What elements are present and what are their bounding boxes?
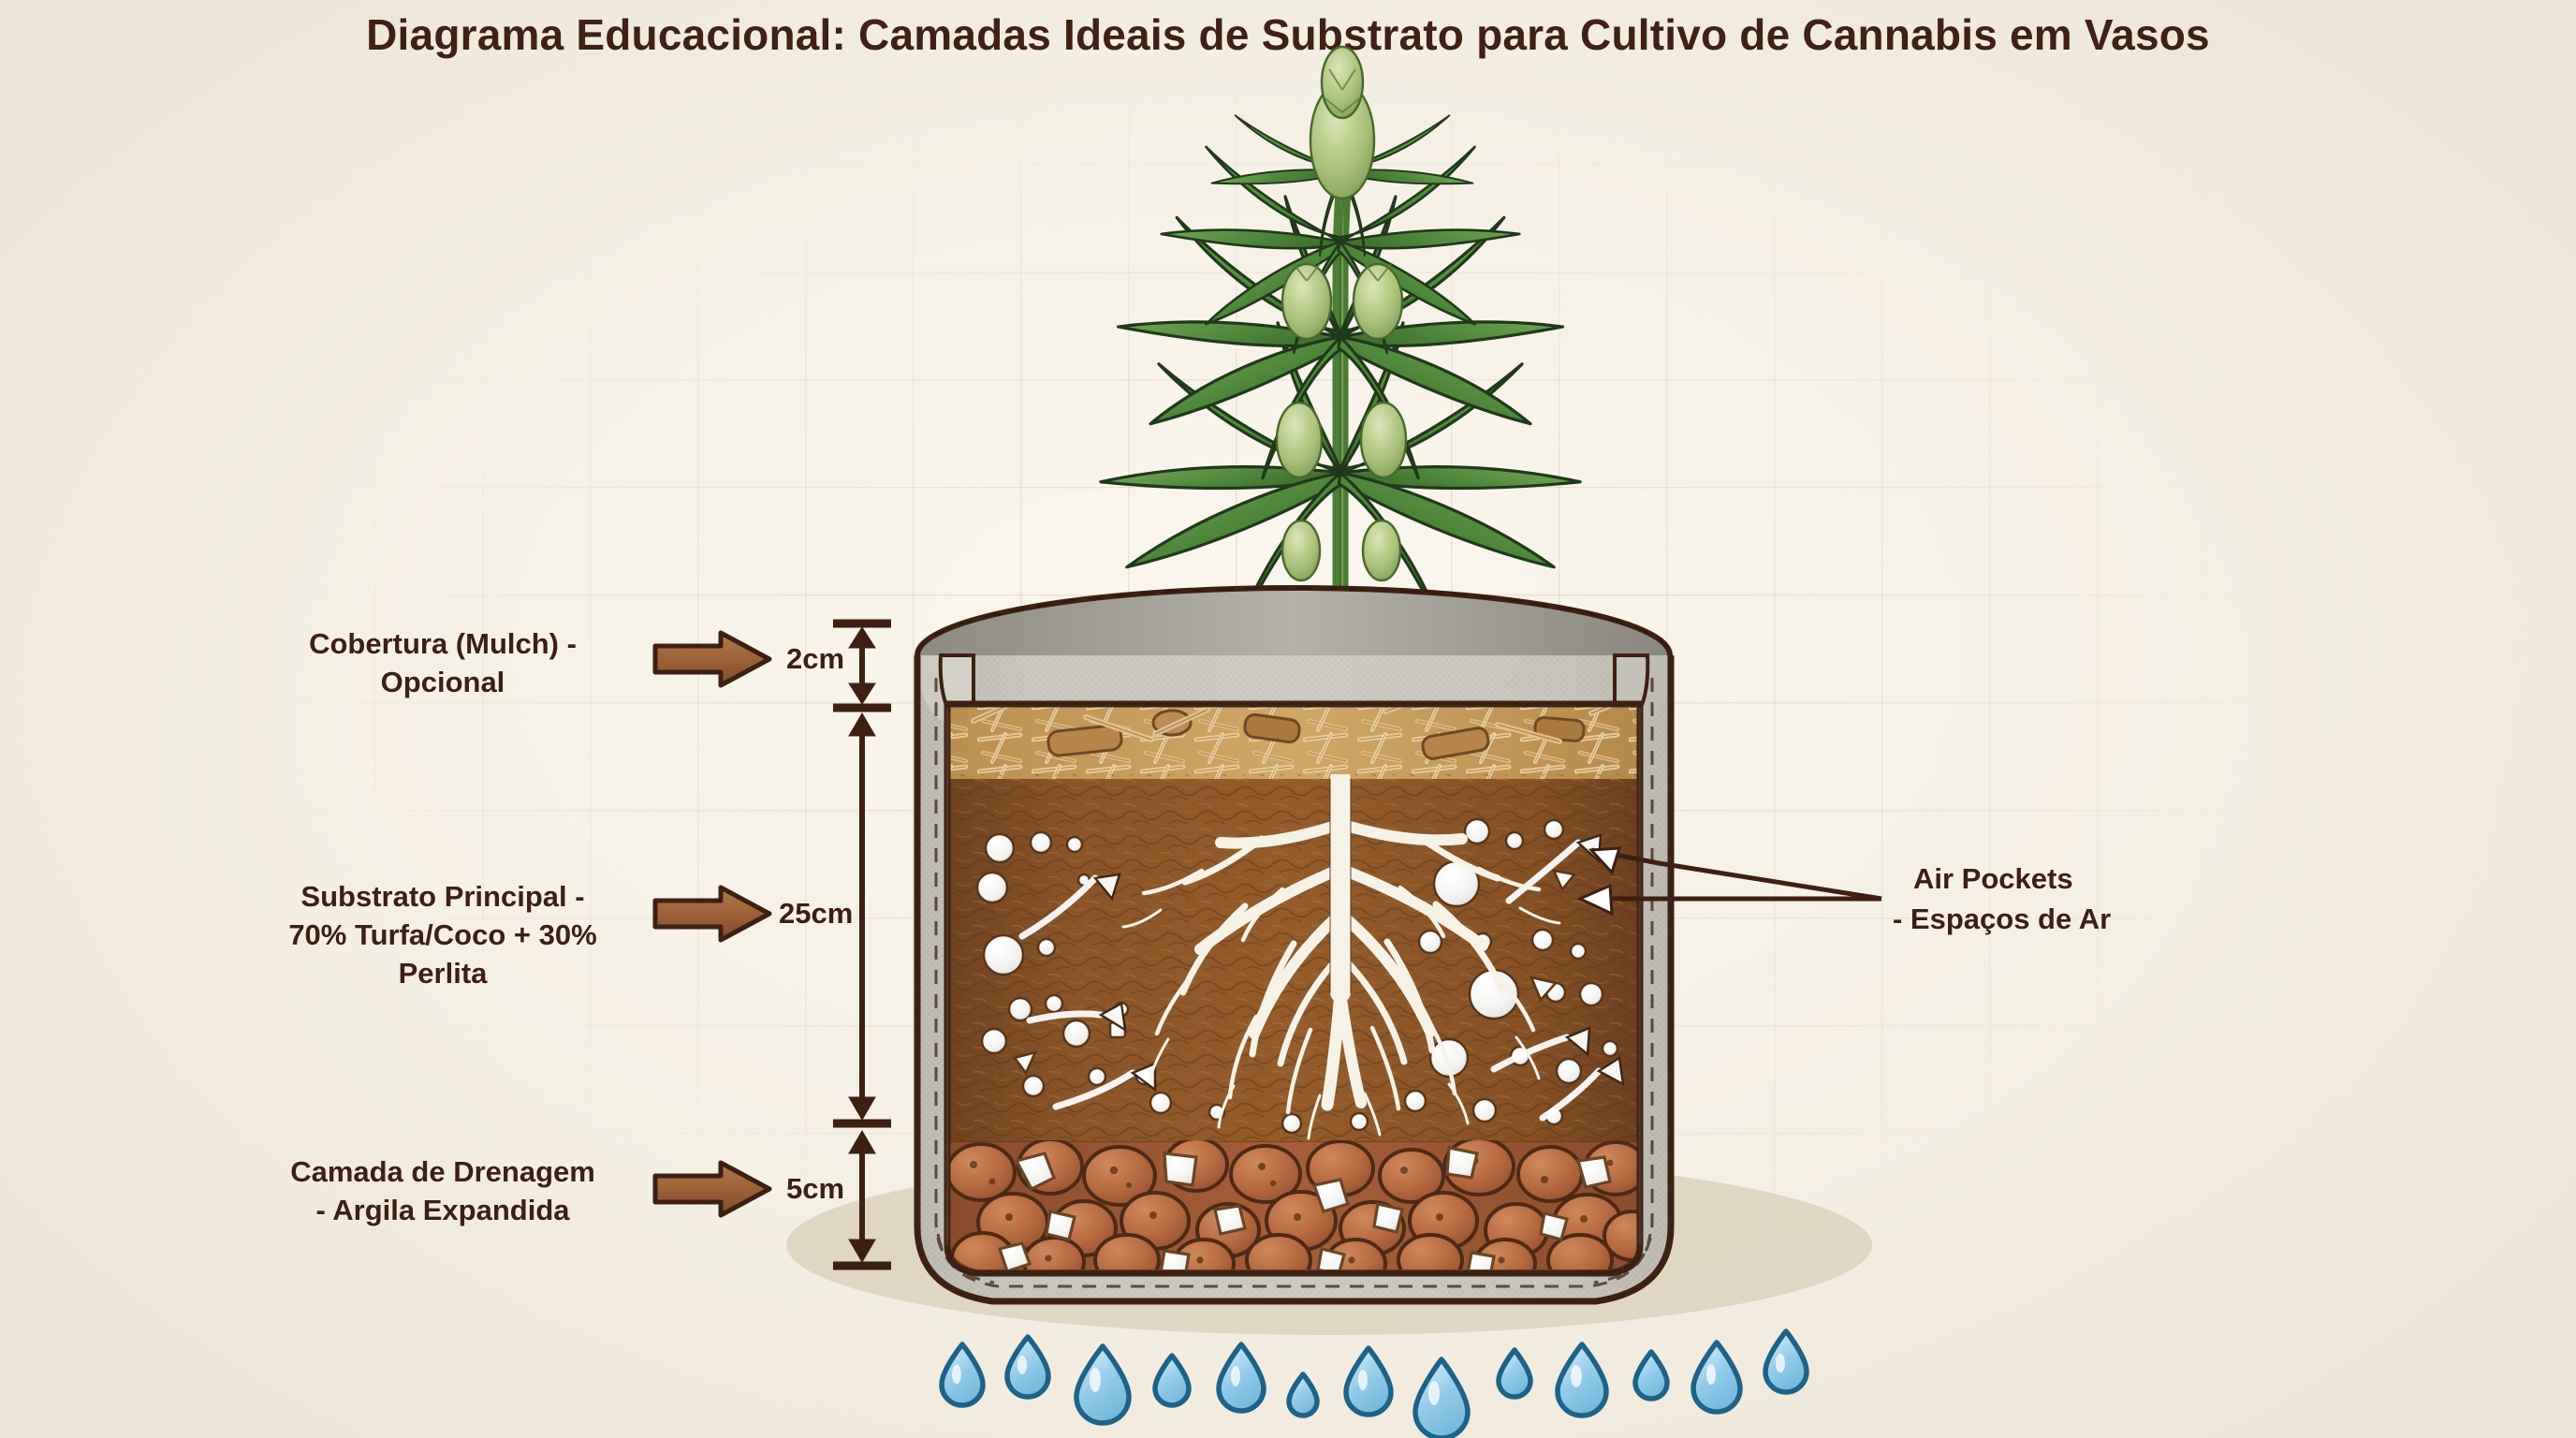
pointer-arrows-group <box>652 630 772 1218</box>
dimension-text-substrate: 25cm <box>779 897 854 930</box>
dimension-arrow-mulch <box>848 626 876 705</box>
pot-cutaway-border <box>944 700 1644 1277</box>
layer-mulch <box>947 702 1640 785</box>
pot-outline <box>914 655 1675 1305</box>
layer-substrate <box>945 774 1640 1153</box>
root-system <box>1121 774 1561 1140</box>
dimension-arrow-substrate <box>848 712 876 1121</box>
label-substrate-line3: Perlita <box>398 956 488 990</box>
dimension-arrow-drainage <box>848 1130 876 1263</box>
cannabis-bud <box>1275 45 1408 582</box>
cannabis-plant-icon <box>1099 45 1582 629</box>
label-drainage: Camada de Drenagem - Argila Expandida <box>242 1153 644 1230</box>
label-mulch-line1: Cobertura (Mulch) - <box>309 627 577 660</box>
water-droplets-group <box>939 1328 1809 1438</box>
pointer-arrow-substrate <box>652 885 772 943</box>
label-air-pockets-line1: Air Pockets <box>1913 862 2073 895</box>
dimension-lines-group <box>833 619 891 1270</box>
pointer-arrow-drainage <box>652 1160 772 1218</box>
page-title: Diagrama Educacional: Camadas Ideais de … <box>366 10 2210 59</box>
label-substrate-line2: 70% Turfa/Coco + 30% <box>288 917 597 951</box>
label-drainage-line2: - Argila Expandida <box>315 1193 570 1226</box>
label-drainage-line1: Camada de Drenagem <box>290 1155 595 1188</box>
label-mulch-line2: Opcional <box>380 665 505 698</box>
layer-drainage <box>944 1140 1643 1276</box>
perlite-specks <box>975 817 1619 1135</box>
dimension-text-mulch: 2cm <box>786 642 845 675</box>
label-substrate-line1: Substrato Principal - <box>300 880 585 913</box>
airflow-arrows <box>1018 839 1603 1122</box>
pointer-arrow-mulch <box>652 630 772 688</box>
label-mulch: Cobertura (Mulch) - Opcional <box>242 625 644 702</box>
dimension-text-drainage: 5cm <box>786 1172 845 1205</box>
label-air-pockets-line2: - Espaços de Ar <box>1893 902 2112 935</box>
airpocket-arrowheads <box>1576 846 1622 917</box>
label-substrate: Substrato Principal - 70% Turfa/Coco + 3… <box>242 878 644 993</box>
drainage-perlite <box>997 1146 1612 1269</box>
label-air-pockets: Air Pockets - Espaços de Ar <box>1893 859 2295 940</box>
